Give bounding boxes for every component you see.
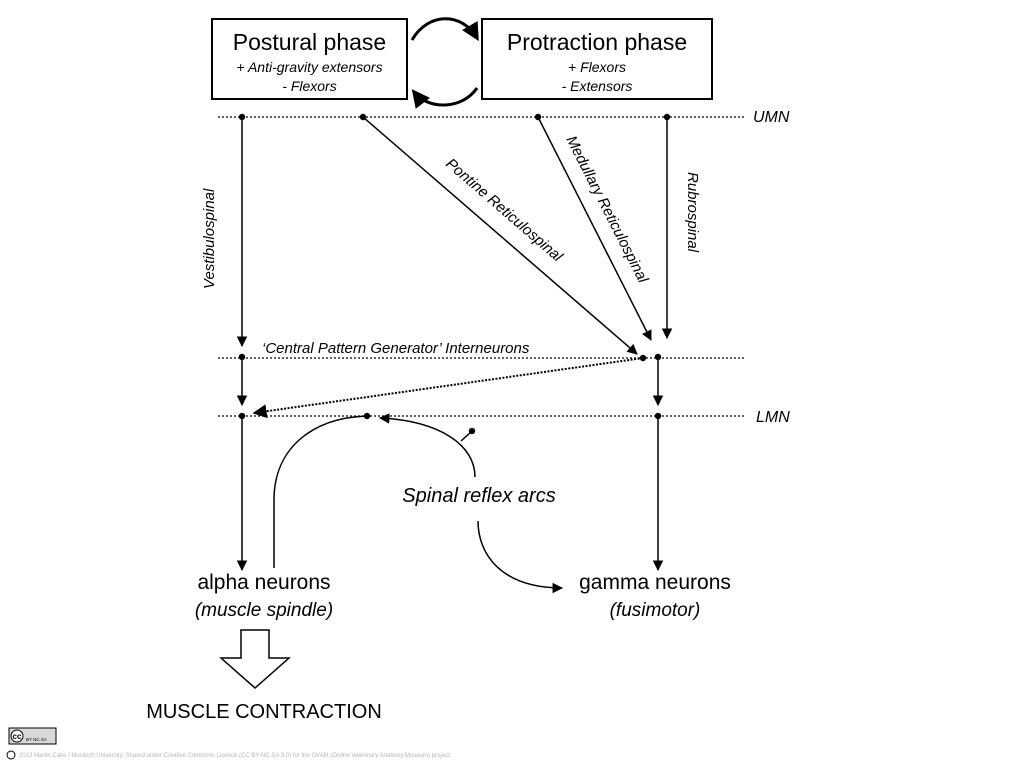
rubrospinal-label: Rubrospinal bbox=[684, 172, 701, 253]
cycle-arrow-top bbox=[410, 17, 479, 42]
postural-phase-frame bbox=[211, 18, 408, 100]
cc-license-badge: cc BY NC SA bbox=[8, 727, 57, 745]
spinal-reflex-arcs-label: Spinal reflex arcs bbox=[402, 485, 555, 507]
cc-small-icon bbox=[6, 750, 16, 760]
reflex-arc-to-gamma-arrow bbox=[477, 520, 564, 594]
pontine-tract-arrow bbox=[362, 116, 638, 355]
pontine-reticulospinal-label: Pontine Reticulospinal bbox=[442, 155, 566, 265]
protraction-phase-title: Protraction phase bbox=[507, 29, 687, 55]
protraction-phase-frame bbox=[481, 18, 713, 100]
cc-badge-text: cc bbox=[13, 732, 22, 741]
reflex-arc-alpha-loop bbox=[273, 415, 368, 568]
gamma-neurons-label: gamma neurons bbox=[579, 571, 731, 594]
gamma-neurons-sub-label: (fusimotor) bbox=[610, 600, 701, 621]
postural-phase-title: Postural phase bbox=[233, 29, 386, 55]
medullary-reticulospinal-label: Medullary Reticulospinal bbox=[562, 133, 651, 286]
license-credit-text: 2013 Martin Cake / Murdoch University. S… bbox=[19, 753, 452, 759]
alpha-neurons-label: alpha neurons bbox=[197, 571, 330, 594]
vestibulospinal-label: Vestibulospinal bbox=[201, 188, 218, 289]
muscle-contraction-down-arrow bbox=[219, 629, 291, 690]
cpg-interneurons-label: ‘Central Pattern Generator’ Interneurons bbox=[262, 340, 530, 357]
postural-phase-line2: - Flexors bbox=[282, 78, 336, 94]
protraction-phase-line2: - Extensors bbox=[562, 78, 633, 94]
cc-badge-small-text: BY NC SA bbox=[26, 737, 47, 742]
medullary-tract-arrow bbox=[537, 116, 652, 341]
cycle-arrow-bottom bbox=[411, 87, 479, 109]
reflex-inhibition-stem bbox=[460, 431, 472, 442]
postural-phase-line1: + Anti-gravity extensors bbox=[236, 59, 382, 75]
reflex-inhibition-node bbox=[468, 427, 476, 435]
protraction-phase-line1: + Flexors bbox=[568, 59, 626, 75]
protraction-phase-box: Protraction phase + Flexors - Extensors bbox=[481, 18, 713, 100]
cc-logo-icon bbox=[10, 729, 24, 743]
reflex-arc-top-arrow bbox=[378, 413, 476, 478]
alpha-neurons-sub-label: (muscle spindle) bbox=[195, 600, 333, 621]
umn-label: UMN bbox=[753, 109, 790, 126]
muscle-contraction-label: MUSCLE CONTRACTION bbox=[146, 701, 382, 723]
postural-phase-box: Postural phase + Anti-gravity extensors … bbox=[211, 18, 408, 100]
lmn-label: LMN bbox=[756, 409, 790, 426]
cpg-crossing-dotted-arrow bbox=[252, 357, 644, 419]
